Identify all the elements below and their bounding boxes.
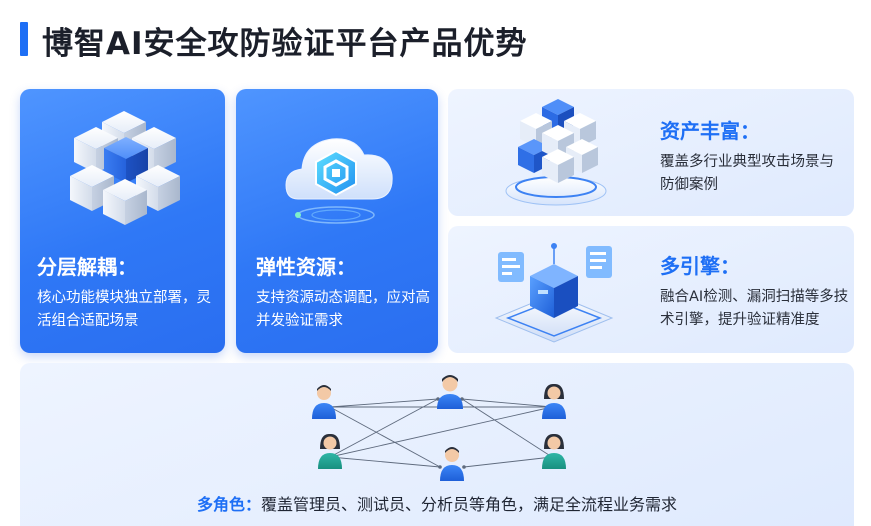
cloud-resource-icon	[285, 138, 393, 224]
card-multi-engine: 多引擎： 融合AI检测、漏洞扫描等多技术引擎，提升验证精准度	[448, 226, 854, 353]
card-title: 分层解耦：	[37, 255, 137, 279]
title-accent-bar	[20, 22, 28, 56]
roles-caption: 多角色：覆盖管理员、测试员、分析员等角色，满足全流程业务需求	[20, 491, 854, 515]
card-multi-role: 多角色：覆盖管理员、测试员、分析员等角色，满足全流程业务需求	[20, 363, 854, 526]
card-description: 支持资源动态调配，应对高并发验证需求	[256, 290, 430, 329]
asset-library-icon	[505, 99, 607, 206]
card-title: 资产丰富：	[660, 119, 760, 143]
roles-title: 多角色：	[196, 495, 261, 514]
card-title: 多引擎：	[660, 254, 740, 278]
card-rich-assets: 资产丰富： 覆盖多行业典型攻击场景与防御案例	[448, 89, 854, 216]
card-description: 融合AI检测、漏洞扫描等多技术引擎，提升验证精准度	[660, 289, 849, 328]
card-title: 弹性资源：	[256, 255, 356, 279]
card-layered-decoupling: 分层解耦： 核心功能模块独立部署，灵活组合适配场景	[20, 89, 225, 353]
roles-description: 覆盖管理员、测试员、分析员等角色，满足全流程业务需求	[261, 495, 678, 514]
modular-cubes-icon	[70, 111, 180, 225]
card-elastic-resources: 弹性资源： 支持资源动态调配，应对高并发验证需求	[236, 89, 438, 353]
card-description: 核心功能模块独立部署，灵活组合适配场景	[37, 290, 211, 329]
multi-engine-icon	[494, 243, 614, 343]
card-description: 覆盖多行业典型攻击场景与防御案例	[660, 154, 834, 193]
page-title: 博智AI安全攻防验证平台产品优势	[42, 26, 528, 62]
user-network-icon	[312, 375, 566, 481]
